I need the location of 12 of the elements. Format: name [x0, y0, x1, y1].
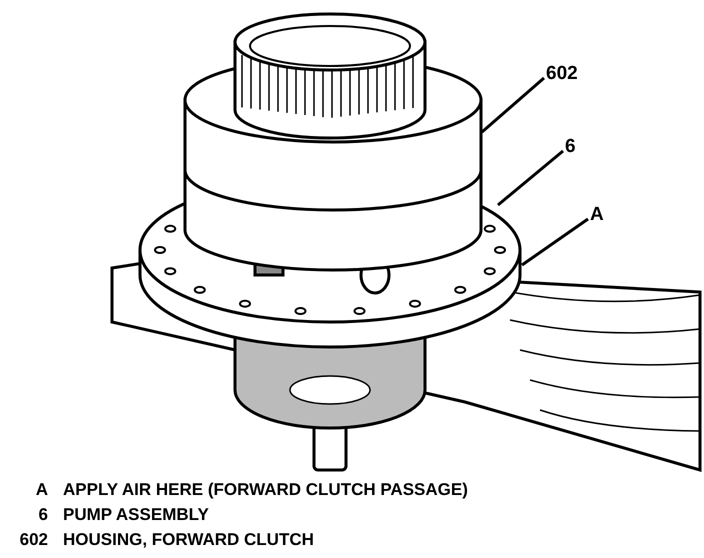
legend-text: HOUSING, FORWARD CLUTCH [63, 530, 314, 550]
callout-number: A [34, 480, 48, 500]
callout-number: A [590, 205, 604, 225]
legend-text: PUMP ASSEMBLY [63, 505, 209, 525]
leader-line [481, 76, 545, 134]
legend-text: APPLY AIR HERE (FORWARD CLUTCH PASSAGE) [63, 480, 468, 500]
callout-number: 602 [18, 530, 48, 550]
callout-number: 6 [565, 137, 576, 157]
leader-line [521, 218, 589, 266]
leader-line [497, 150, 564, 206]
callout-number: 602 [546, 64, 578, 84]
callout-number: 6 [38, 505, 48, 525]
